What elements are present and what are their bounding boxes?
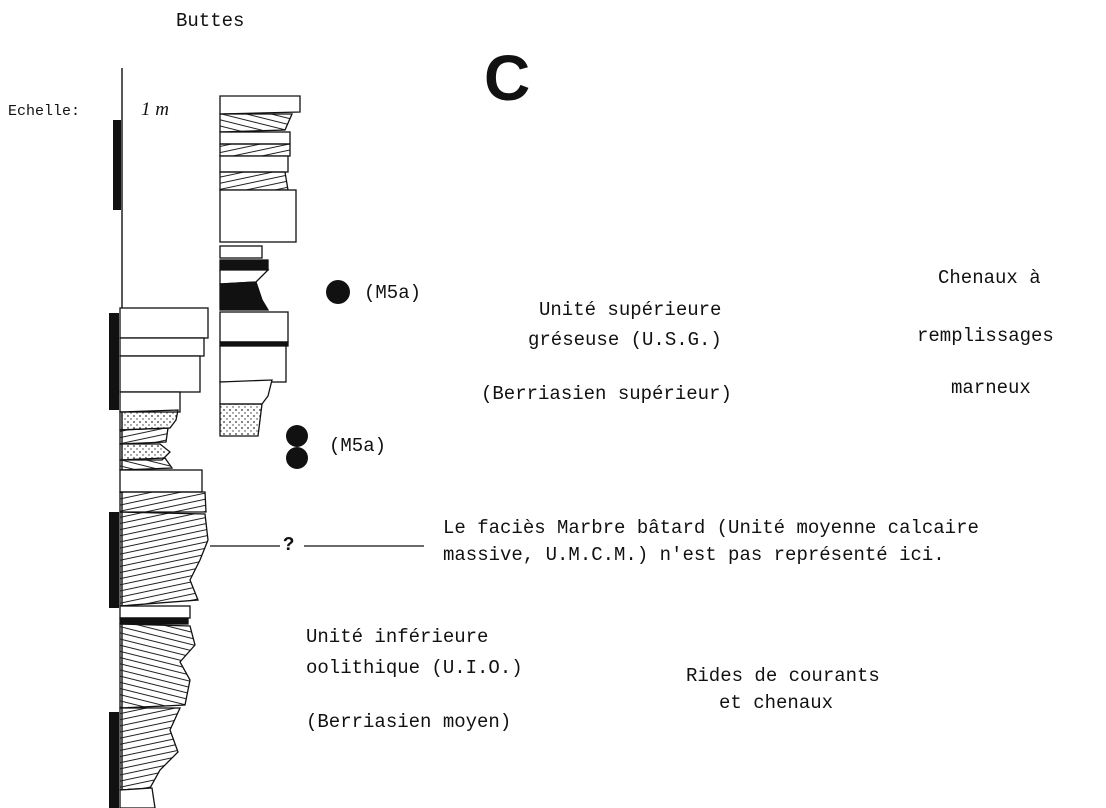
lower-unit-name-line2: oolithique (U.I.O.)	[306, 657, 523, 679]
lower-facies-line2: et chenaux	[719, 692, 834, 714]
middle-unit-note-line1: Le faciès Marbre bâtard (Unité moyenne c…	[443, 517, 979, 539]
sample-marker-1	[326, 280, 350, 304]
panel-letter: C	[484, 42, 530, 114]
upper-unit-name-line2: gréseuse (U.S.G.)	[528, 329, 722, 351]
upper-facies-line1: Chenaux à	[938, 267, 1041, 289]
sample-label-lower: (M5a)	[329, 435, 387, 457]
sample-marker-2b	[286, 447, 308, 469]
upper-facies-line3: marneux	[951, 377, 1031, 399]
missing-unit-marker: ?	[283, 534, 295, 556]
lower-unit-age: (Berriasien moyen)	[306, 711, 512, 733]
upper-unit-name-line1: Unité supérieure	[539, 299, 722, 321]
scale-label: Echelle:	[8, 103, 81, 120]
sample-markers	[286, 280, 350, 469]
unit-bars	[109, 120, 121, 808]
upper-column	[219, 95, 301, 437]
lower-unit-name-line1: Unité inférieure	[306, 626, 489, 648]
sample-label-upper: (M5a)	[364, 282, 422, 304]
sample-marker-2a	[286, 425, 308, 447]
location-label: Buttes	[176, 10, 245, 32]
middle-unit-note-line2: massive, U.M.C.M.) n'est pas représenté …	[443, 544, 945, 566]
main-column	[119, 307, 209, 808]
lower-facies-line1: Rides de courants	[686, 665, 880, 687]
upper-facies-line2: remplissages	[917, 325, 1054, 347]
upper-unit-age: (Berriasien supérieur)	[481, 383, 732, 405]
scale-value: 1 m	[141, 99, 169, 120]
